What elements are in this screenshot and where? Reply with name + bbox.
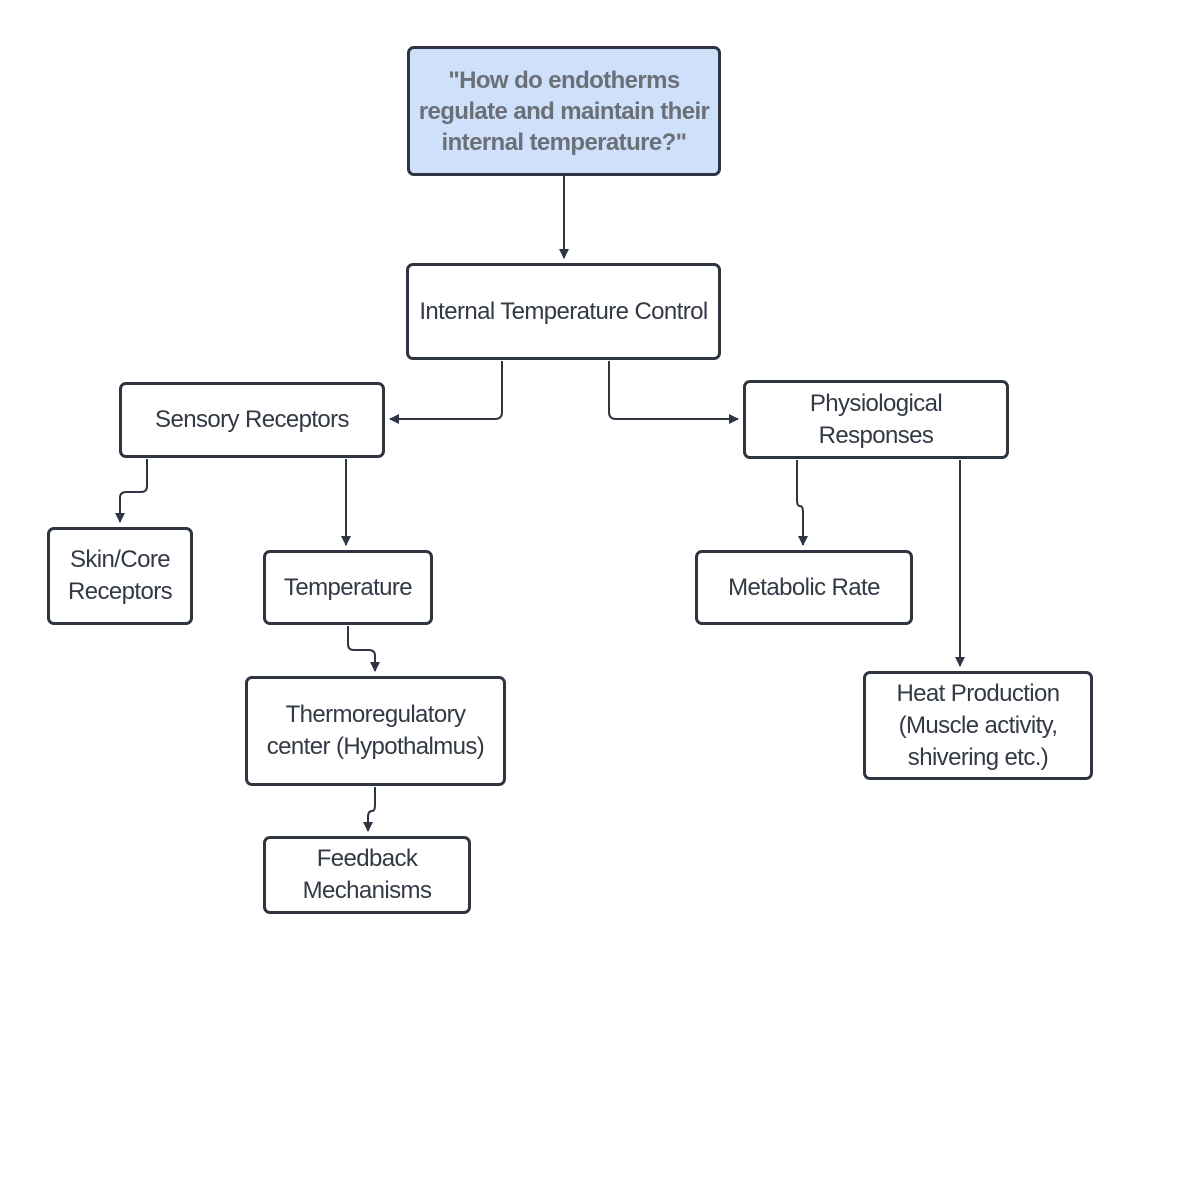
connector-physio-to-metabolic [796,460,808,546]
skin-core-receptors-node[interactable]: Skin/Core Receptors [47,527,193,625]
sensory-receptors-label: Sensory Receptors [155,406,350,433]
connector-temperature-to-thermo [347,626,380,672]
temperature-node[interactable]: Temperature [263,550,433,625]
heat-production-label: Heat Production (Muscle activity, shiver… [896,679,1060,771]
heat-production-node[interactable]: Heat Production (Muscle activity, shiver… [863,671,1093,780]
feedback-mechanisms-node[interactable]: Feedback Mechanisms [263,836,471,914]
connector-thermo-to-feedback [363,787,376,832]
skin-core-receptors-label: Skin/Core Receptors [68,546,173,605]
central-question-node[interactable]: "How do endotherms regulate and maintain… [407,46,721,176]
connector-itc-to-physio [608,361,739,424]
thermoregulatory-center-node[interactable]: Thermoregulatory center (Hypothalmus) [245,676,506,786]
temperature-label: Temperature [283,573,413,601]
feedback-mechanisms-label: Feedback Mechanisms [302,845,432,904]
metabolic-rate-label: Metabolic Rate [728,573,880,601]
internal-temperature-control-node[interactable]: Internal Temperature Control [406,263,721,360]
sensory-receptors-node[interactable]: Sensory Receptors [119,382,385,458]
physiological-responses-node[interactable]: Physiological Responses [743,380,1009,459]
thermoregulatory-center-label: Thermoregulatory center (Hypothalmus) [266,701,485,760]
central-question-text: "How do endotherms regulate and maintain… [418,66,710,156]
connector-itc-to-sensory [389,361,503,424]
internal-temperature-control-label: Internal Temperature Control [419,297,708,325]
metabolic-rate-node[interactable]: Metabolic Rate [695,550,913,625]
physiological-responses-label: Physiological Responses [809,389,943,449]
connector-sensory-to-skin [115,459,148,523]
